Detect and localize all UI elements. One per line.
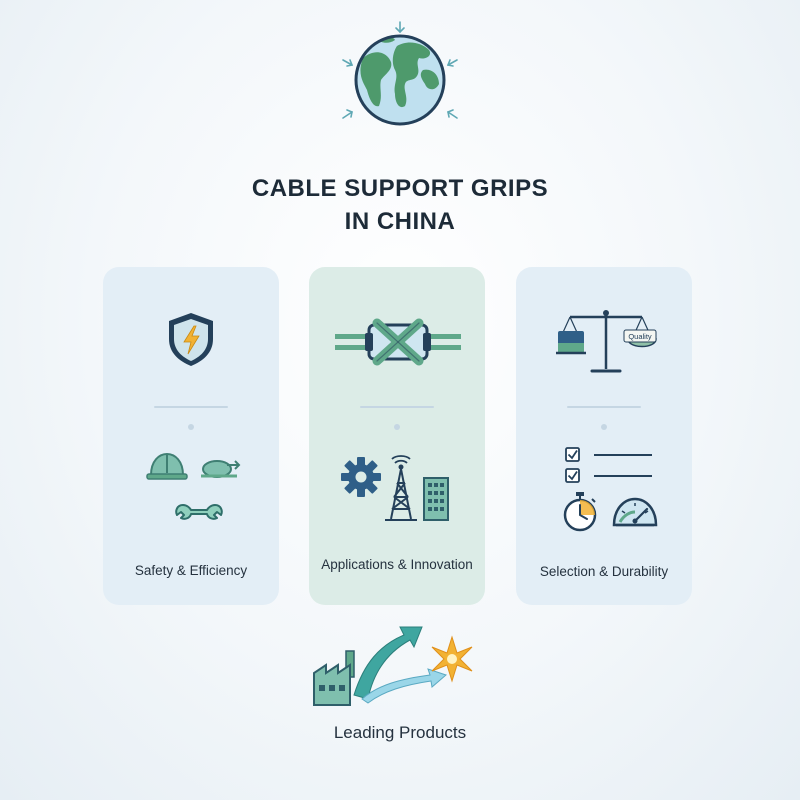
card-label: Safety & Efficiency <box>134 563 248 578</box>
card-applications-innovation: Applications & Innovation <box>309 267 485 605</box>
cable-grip-icon <box>201 460 241 478</box>
stopwatch-icon <box>563 492 597 532</box>
radio-tower-icon <box>385 455 417 521</box>
title-line-2: IN CHINA <box>344 208 456 235</box>
building-icon <box>423 477 449 521</box>
card-divider <box>360 406 434 408</box>
star-burst-icon <box>431 635 473 683</box>
page-title: CABLE SUPPORT GRIPS IN CHINA <box>0 172 800 238</box>
card-label: Selection & Durability <box>539 564 669 579</box>
card-selection-durability: Quality Selection & Durability <box>516 267 692 605</box>
card-label: Applications & Innovation <box>321 557 473 572</box>
card-divider <box>154 406 228 408</box>
gauge-icon <box>612 497 658 527</box>
factory-icon <box>313 650 355 706</box>
card-dot <box>394 424 400 430</box>
card-dot <box>601 424 607 430</box>
footer-graphic <box>310 615 480 707</box>
quality-tag-text: Quality <box>628 332 652 341</box>
card-safety-efficiency: Safety & Efficiency <box>103 267 279 605</box>
globe-icon <box>342 21 458 126</box>
card-divider <box>567 406 641 408</box>
growth-arrow-icon <box>353 626 447 704</box>
card-dot <box>188 424 194 430</box>
gear-icon <box>341 457 381 497</box>
shield-lightning-icon <box>169 313 213 366</box>
footer-label: Leading Products <box>333 723 467 742</box>
checklist-icon <box>565 447 652 483</box>
cable-connector-icon <box>335 318 461 366</box>
balance-scale-icon: Quality <box>556 310 657 373</box>
growth-graphic <box>313 626 473 706</box>
title-line-1: CABLE SUPPORT GRIPS <box>251 175 549 202</box>
wrench-icon <box>175 504 223 520</box>
hard-hat-icon <box>146 452 188 480</box>
globe-graphic <box>335 18 465 133</box>
